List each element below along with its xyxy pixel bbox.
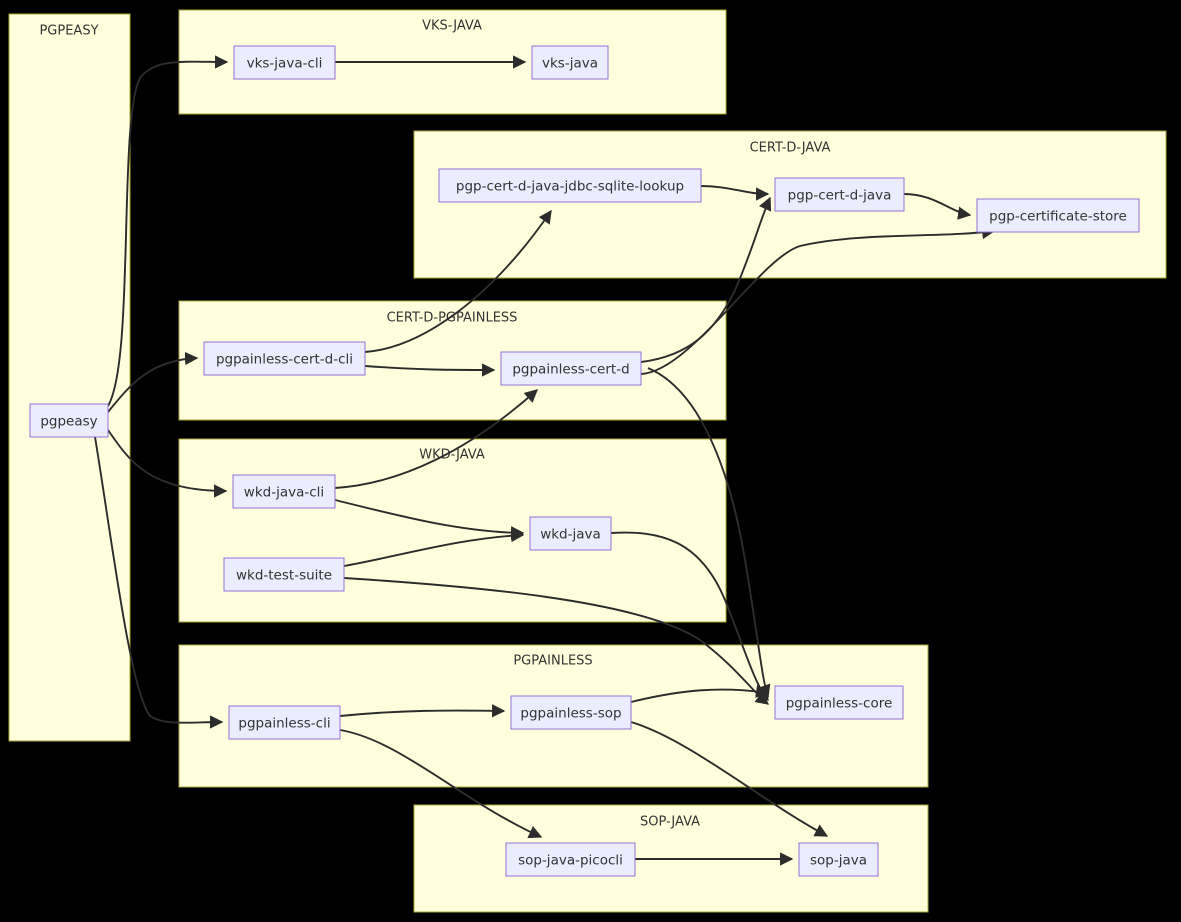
node-label: pgpainless-cert-d [512, 362, 629, 378]
node-box[interactable] [203, 341, 366, 376]
edge-pgpainless-sop-to-sop-java [630, 721, 829, 837]
node-box[interactable] [505, 842, 636, 877]
edge-wkd-test-suite-to-wkd-java [343, 528, 525, 567]
cluster-box [178, 438, 727, 623]
cluster-label: CERT-D-JAVA [750, 141, 831, 156]
node-label: sop-java-picocli [518, 853, 623, 869]
node-box[interactable] [228, 705, 341, 740]
node-box[interactable] [976, 198, 1140, 233]
cluster-label: WKD-JAVA [419, 448, 485, 463]
node-box[interactable] [529, 516, 612, 551]
node-vks-java[interactable]: vks-java [531, 45, 609, 80]
node-box[interactable] [223, 557, 345, 592]
cluster-label: PGPEASY [39, 24, 98, 39]
node-sop-java-picocli[interactable]: sop-java-picocli [505, 842, 636, 877]
edge-wkd-test-suite-to-pgpainless-core [343, 577, 770, 705]
node-pgpeasy[interactable]: pgpeasy [29, 403, 109, 438]
edge-pgpainless-cert-d-to-pgp-certificate-store [640, 225, 996, 375]
cluster-wkd-java: WKD-JAVA [178, 438, 727, 623]
edge-pgpainless-sop-to-pgpainless-core [630, 684, 770, 703]
edge-pgpeasy-to-pgpainless-cert-d-cli [107, 351, 199, 413]
edge-pgpainless-cert-d-to-pgpainless-core [647, 367, 771, 699]
node-label: wkd-test-suite [236, 568, 332, 584]
node-pgpainless-cert-d-cli[interactable]: pgpainless-cert-d-cli [203, 341, 366, 376]
edges-layer [94, 55, 996, 866]
node-box[interactable] [232, 474, 336, 509]
node-box[interactable] [798, 842, 879, 877]
edge-pgp-cert-d-java-to-pgp-certificate-store [903, 193, 972, 220]
node-wkd-java[interactable]: wkd-java [529, 516, 612, 551]
node-pgpainless-core[interactable]: pgpainless-core [774, 685, 904, 720]
node-label: wkd-java-cli [244, 485, 324, 501]
node-pgp-cert-d-java[interactable]: pgp-cert-d-java [774, 177, 905, 212]
node-vks-java-cli[interactable]: vks-java-cli [233, 45, 336, 80]
node-pgp-cert-d-java-jdbc-sqlite-lookup[interactable]: pgp-cert-d-java-jdbc-sqlite-lookup [438, 168, 702, 203]
cluster-label: CERT-D-PGPAINLESS [387, 311, 518, 326]
edge-pgpainless-cert-d-cli-to-pgpainless-cert-d [364, 363, 496, 377]
cluster-label: VKS-JAVA [422, 19, 482, 34]
node-box[interactable] [29, 403, 109, 438]
cluster-label: SOP-JAVA [640, 815, 700, 830]
node-label: pgp-certificate-store [989, 209, 1127, 225]
node-pgpainless-sop[interactable]: pgpainless-sop [510, 695, 632, 730]
node-pgpainless-cert-d[interactable]: pgpainless-cert-d [500, 351, 642, 386]
cluster-pgpeasy: PGPEASY [8, 13, 131, 742]
node-box[interactable] [510, 695, 632, 730]
nodes-layer: pgpeasy vks-java-cli vks-java pgp-cert-d-ja… [29, 45, 1140, 877]
node-pgp-certificate-store[interactable]: pgp-certificate-store [976, 198, 1140, 233]
node-label: vks-java [542, 56, 598, 72]
node-box[interactable] [774, 177, 905, 212]
node-label: pgp-cert-d-java-jdbc-sqlite-lookup [456, 179, 684, 195]
edge-pgp-cert-d-java-jdbc-sqlite-lookup-to-pgp-cert-d-java [700, 185, 770, 201]
node-box[interactable] [500, 351, 642, 386]
edge-pgpeasy-to-pgpainless-cli [94, 436, 224, 729]
node-box[interactable] [233, 45, 336, 80]
edge-wkd-java-cli-to-pgpainless-cert-d [334, 389, 538, 489]
cluster-label: PGPAINLESS [513, 654, 592, 669]
node-box[interactable] [531, 45, 609, 80]
node-label: vks-java-cli [247, 56, 323, 72]
node-wkd-java-cli[interactable]: wkd-java-cli [232, 474, 336, 509]
edge-pgpeasy-to-vks-java-cli [107, 55, 229, 407]
node-label: pgpainless-cli [238, 716, 330, 732]
node-sop-java[interactable]: sop-java [798, 842, 879, 877]
cluster-box [8, 13, 131, 742]
edge-pgpeasy-to-wkd-java-cli [107, 429, 228, 498]
edge-wkd-java-cli-to-wkd-java [334, 499, 525, 540]
node-pgpainless-cli[interactable]: pgpainless-cli [228, 705, 341, 740]
node-label: wkd-java [540, 527, 601, 543]
node-label: pgp-cert-d-java [788, 188, 892, 204]
clusters-layer: PGPEASY VKS-JAVA CERT-D-JAVA CERT-D-PGPAINL… [8, 9, 1167, 913]
edge-pgpainless-cert-d-to-pgp-cert-d-java [640, 196, 772, 363]
node-label: pgpainless-sop [520, 706, 621, 722]
node-label: pgpainless-core [786, 696, 893, 712]
edge-pgpainless-cli-to-sop-java-picocli [339, 729, 543, 839]
node-box[interactable] [438, 168, 702, 203]
node-label: pgpeasy [40, 414, 97, 430]
edge-pgpainless-cli-to-pgpainless-sop [339, 704, 506, 718]
node-label: pgpainless-cert-d-cli [216, 352, 353, 368]
node-box[interactable] [774, 685, 904, 720]
edge-wkd-java-to-pgpainless-core [610, 531, 769, 702]
node-label: sop-java [810, 853, 867, 869]
edge-pgpainless-cert-d-cli-to-pgp-cert-d-java-jdbc-sqlite-lookup [364, 209, 552, 353]
node-wkd-test-suite[interactable]: wkd-test-suite [223, 557, 345, 592]
